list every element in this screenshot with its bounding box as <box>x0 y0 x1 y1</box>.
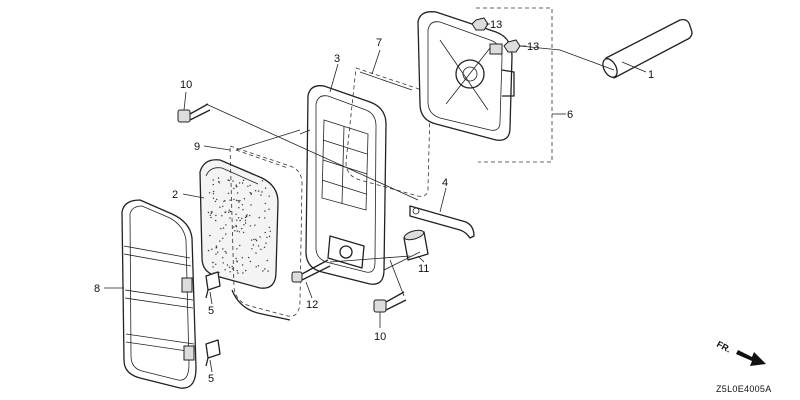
callout-label-3: 3 <box>334 53 340 65</box>
foam-filter-element-part[interactable] <box>199 159 279 289</box>
callout-5b: 5 <box>208 359 214 385</box>
bolt-part-lower[interactable] <box>373 291 407 313</box>
gasket-part[interactable] <box>229 145 303 321</box>
callout-3: 3 <box>329 53 340 93</box>
callout-5a: 5 <box>208 291 214 317</box>
seal-part[interactable] <box>345 67 431 197</box>
callout-label-9: 9 <box>194 141 200 153</box>
diagram-code: Z5L0E4005A <box>716 384 772 394</box>
callout-1: 1 <box>621 61 654 81</box>
callout-7: 7 <box>371 37 382 75</box>
callout-label-11: 11 <box>418 263 429 275</box>
callout-4: 4 <box>439 177 448 213</box>
callout-6: 6 <box>567 109 573 121</box>
callout-label-12: 12 <box>306 299 318 311</box>
callout-10a: 10 <box>180 79 192 111</box>
callout-9: 9 <box>194 141 231 153</box>
callout-13b: 13 <box>520 41 539 53</box>
front-direction-indicator: FR. <box>715 339 766 366</box>
air-cleaner-cover-part[interactable] <box>121 199 197 389</box>
callout-label-2: 2 <box>172 189 178 201</box>
callout-label-4: 4 <box>442 177 448 189</box>
breather-tube-part[interactable] <box>600 18 693 80</box>
callout-label-8: 8 <box>94 283 100 295</box>
nut-part-lower[interactable] <box>503 39 521 53</box>
callout-2: 2 <box>172 189 205 201</box>
foam-texture <box>207 177 271 274</box>
callout-10b: 10 <box>374 312 386 343</box>
callout-label-5b: 5 <box>208 373 214 385</box>
callout-label-5a: 5 <box>208 305 214 317</box>
assembly-leader-lines <box>205 45 615 297</box>
clip-part-lower[interactable] <box>205 339 221 367</box>
callout-12: 12 <box>305 281 318 311</box>
callout-13a: 13 <box>486 19 502 31</box>
mounting-bracket-part[interactable] <box>409 205 475 239</box>
callout-label-6: 6 <box>567 109 573 121</box>
clip-part-upper[interactable] <box>205 271 221 299</box>
callout-11: 11 <box>417 255 429 275</box>
group-bracket-6 <box>476 7 553 163</box>
callout-8: 8 <box>94 283 124 295</box>
nut-part-upper[interactable] <box>471 17 489 31</box>
callout-label-7: 7 <box>376 37 382 49</box>
air-cleaner-case-part[interactable] <box>305 85 387 285</box>
callout-label-13a: 13 <box>490 19 502 31</box>
bolt-part-upper[interactable] <box>177 103 211 123</box>
callout-label-13b: 13 <box>527 41 539 53</box>
front-arrow-icon <box>736 350 766 366</box>
front-direction-label: FR. <box>715 339 732 355</box>
callout-label-1: 1 <box>648 69 654 81</box>
callout-label-10b: 10 <box>374 331 386 343</box>
air-cleaner-base-part[interactable] <box>417 11 515 141</box>
collar-part[interactable] <box>403 228 429 261</box>
callout-label-10a: 10 <box>180 79 192 91</box>
long-bolt-part[interactable] <box>291 259 331 283</box>
